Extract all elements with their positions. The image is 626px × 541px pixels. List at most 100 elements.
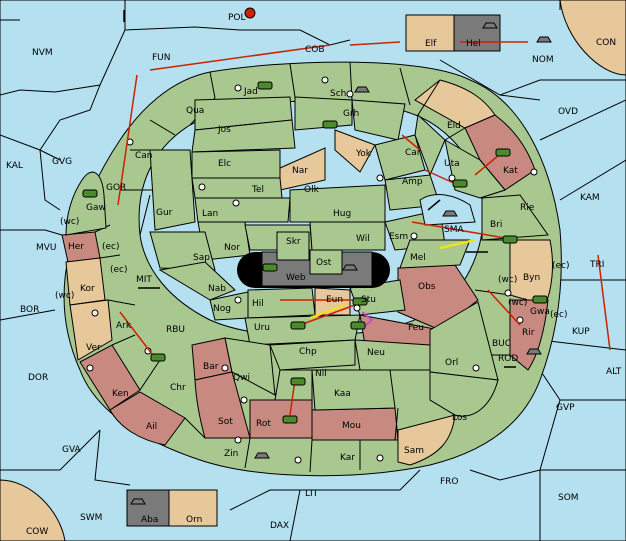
region-ver xyxy=(69,299,113,361)
army-unit xyxy=(532,295,548,304)
label: KUP xyxy=(572,327,590,337)
label: SOM xyxy=(558,493,579,503)
sc-dot xyxy=(234,84,242,92)
label: Kaa xyxy=(334,389,351,399)
label: Neu xyxy=(367,348,385,358)
sc-dot xyxy=(530,168,538,176)
sc-dot xyxy=(448,174,456,182)
label: Jad xyxy=(243,87,258,97)
label: RBU xyxy=(166,325,185,335)
label: Bar xyxy=(203,362,219,372)
label: TRI xyxy=(589,260,604,270)
label: Rie xyxy=(520,203,535,213)
bottom-boxes xyxy=(126,489,218,527)
fleet-unit xyxy=(536,36,552,43)
coast-tag: (ec) xyxy=(102,242,120,252)
label: Skr xyxy=(286,237,301,247)
label: SWM xyxy=(80,513,102,523)
sc-dot xyxy=(472,364,480,372)
label: Tel xyxy=(251,185,264,195)
label: Ken xyxy=(112,389,129,399)
label: MIT xyxy=(136,275,152,285)
label: Sot xyxy=(218,417,233,427)
label: Chr xyxy=(170,383,186,393)
sc-dot xyxy=(376,454,384,462)
label: OVD xyxy=(558,107,578,117)
label: Hil xyxy=(252,299,264,309)
top-boxes xyxy=(405,14,501,52)
label: KAL xyxy=(6,161,23,171)
fleet-unit xyxy=(442,210,458,217)
label: KAM xyxy=(580,193,600,203)
label: Eld xyxy=(447,121,461,131)
army-unit xyxy=(502,235,518,244)
supply-centers xyxy=(86,76,538,464)
label: Gwa xyxy=(530,307,550,317)
label: Ost xyxy=(316,258,332,268)
label: COW xyxy=(26,527,48,537)
region-ail xyxy=(109,391,186,446)
label: Mou xyxy=(342,421,361,431)
label: Feu xyxy=(408,323,424,333)
label: CON xyxy=(596,38,616,48)
label: Kat xyxy=(503,166,518,176)
army-unit xyxy=(322,120,338,129)
label: Yok xyxy=(355,149,372,159)
fleet-unit xyxy=(130,498,146,505)
sc-dot xyxy=(346,90,354,98)
fleet-unit xyxy=(482,22,498,29)
army-unit xyxy=(282,415,298,424)
label: Jos xyxy=(217,125,231,135)
units[interactable] xyxy=(82,22,552,505)
sc-dot xyxy=(294,456,302,464)
label: DAX xyxy=(270,521,289,531)
army-unit xyxy=(350,321,366,330)
coast-tag: (wc) xyxy=(498,275,517,285)
coast-tag: (ec) xyxy=(552,261,570,271)
label: Obs xyxy=(418,282,436,292)
label: Chp xyxy=(299,347,317,357)
region-orn xyxy=(168,489,218,527)
label: Gur xyxy=(156,208,173,218)
label: Sch xyxy=(330,89,346,99)
sc-dot xyxy=(353,304,361,312)
region-hel xyxy=(453,14,501,52)
sc-dot xyxy=(198,183,206,191)
label: FRO xyxy=(440,477,459,487)
sea-labels: POL NVM FUN COB NOM CON KAL GVG MVU BOR … xyxy=(6,13,622,537)
label: Gaw xyxy=(86,203,106,213)
label: Orn xyxy=(186,515,202,525)
label: Web xyxy=(286,273,306,283)
label: BOR xyxy=(20,305,39,315)
label: Amp xyxy=(402,177,423,187)
label: FUN xyxy=(152,53,171,63)
label: Zin xyxy=(224,449,238,459)
fleet-unit xyxy=(354,86,370,93)
label: Eun xyxy=(326,295,343,305)
label: Grh xyxy=(343,109,359,119)
sc-dot xyxy=(240,396,248,404)
coast-tag: (wc) xyxy=(508,298,527,308)
army-unit xyxy=(290,321,306,330)
label: Kar xyxy=(340,453,355,463)
label: Ark xyxy=(116,321,132,331)
label: Bri xyxy=(490,220,502,230)
label: Lan xyxy=(202,209,218,219)
label: Orl xyxy=(445,358,458,368)
label: Can xyxy=(135,151,153,161)
sc-dot xyxy=(232,199,240,207)
sc-dot xyxy=(234,296,242,304)
label: Car xyxy=(405,148,421,158)
label: Rir xyxy=(522,328,535,338)
label: Qwi xyxy=(233,373,250,383)
pol-emblem-icon xyxy=(244,7,256,19)
region-sot xyxy=(194,371,251,439)
label: Ail xyxy=(146,422,157,432)
label: Hel xyxy=(466,39,481,49)
label: Olk xyxy=(304,185,320,195)
central-lozenge xyxy=(237,231,390,288)
label: Byn xyxy=(523,273,540,283)
label: Elc xyxy=(218,159,231,169)
army-unit xyxy=(352,297,368,306)
